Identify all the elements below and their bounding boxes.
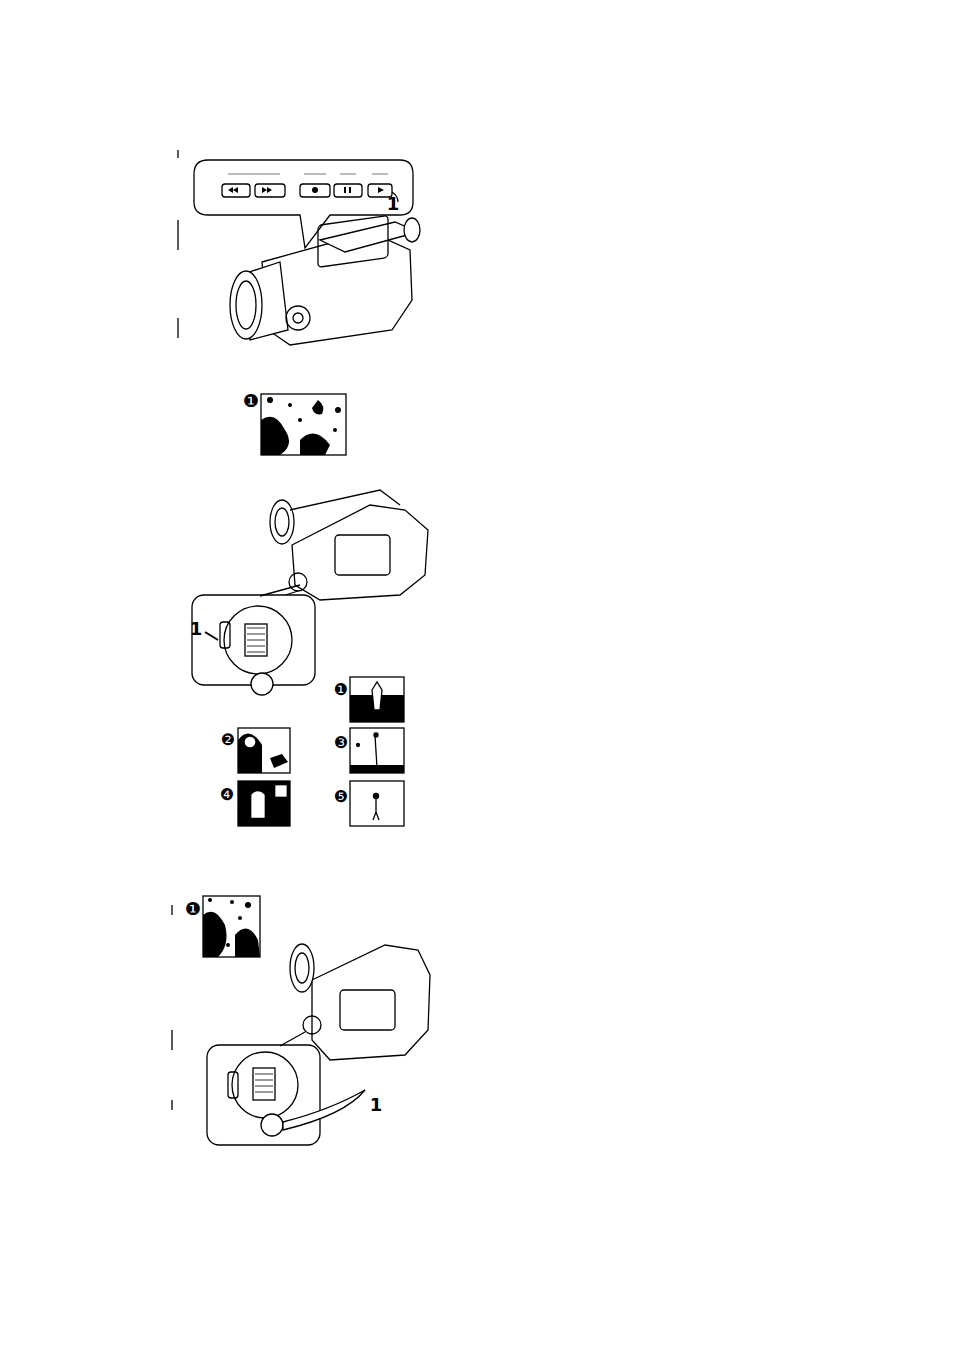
callout-number: ❷ xyxy=(221,732,235,748)
callout-number: 1 xyxy=(370,1096,383,1114)
callout-number: ❶ xyxy=(334,682,348,698)
callout-number: ❸ xyxy=(334,735,348,751)
callout-number: ❶ xyxy=(185,900,201,918)
callout-number: ❺ xyxy=(334,789,348,805)
callout-number: 1 xyxy=(387,195,400,213)
callout-number: ❹ xyxy=(220,787,234,803)
callout-number: ❶ xyxy=(243,392,259,410)
callout-number: 1 xyxy=(190,620,203,638)
